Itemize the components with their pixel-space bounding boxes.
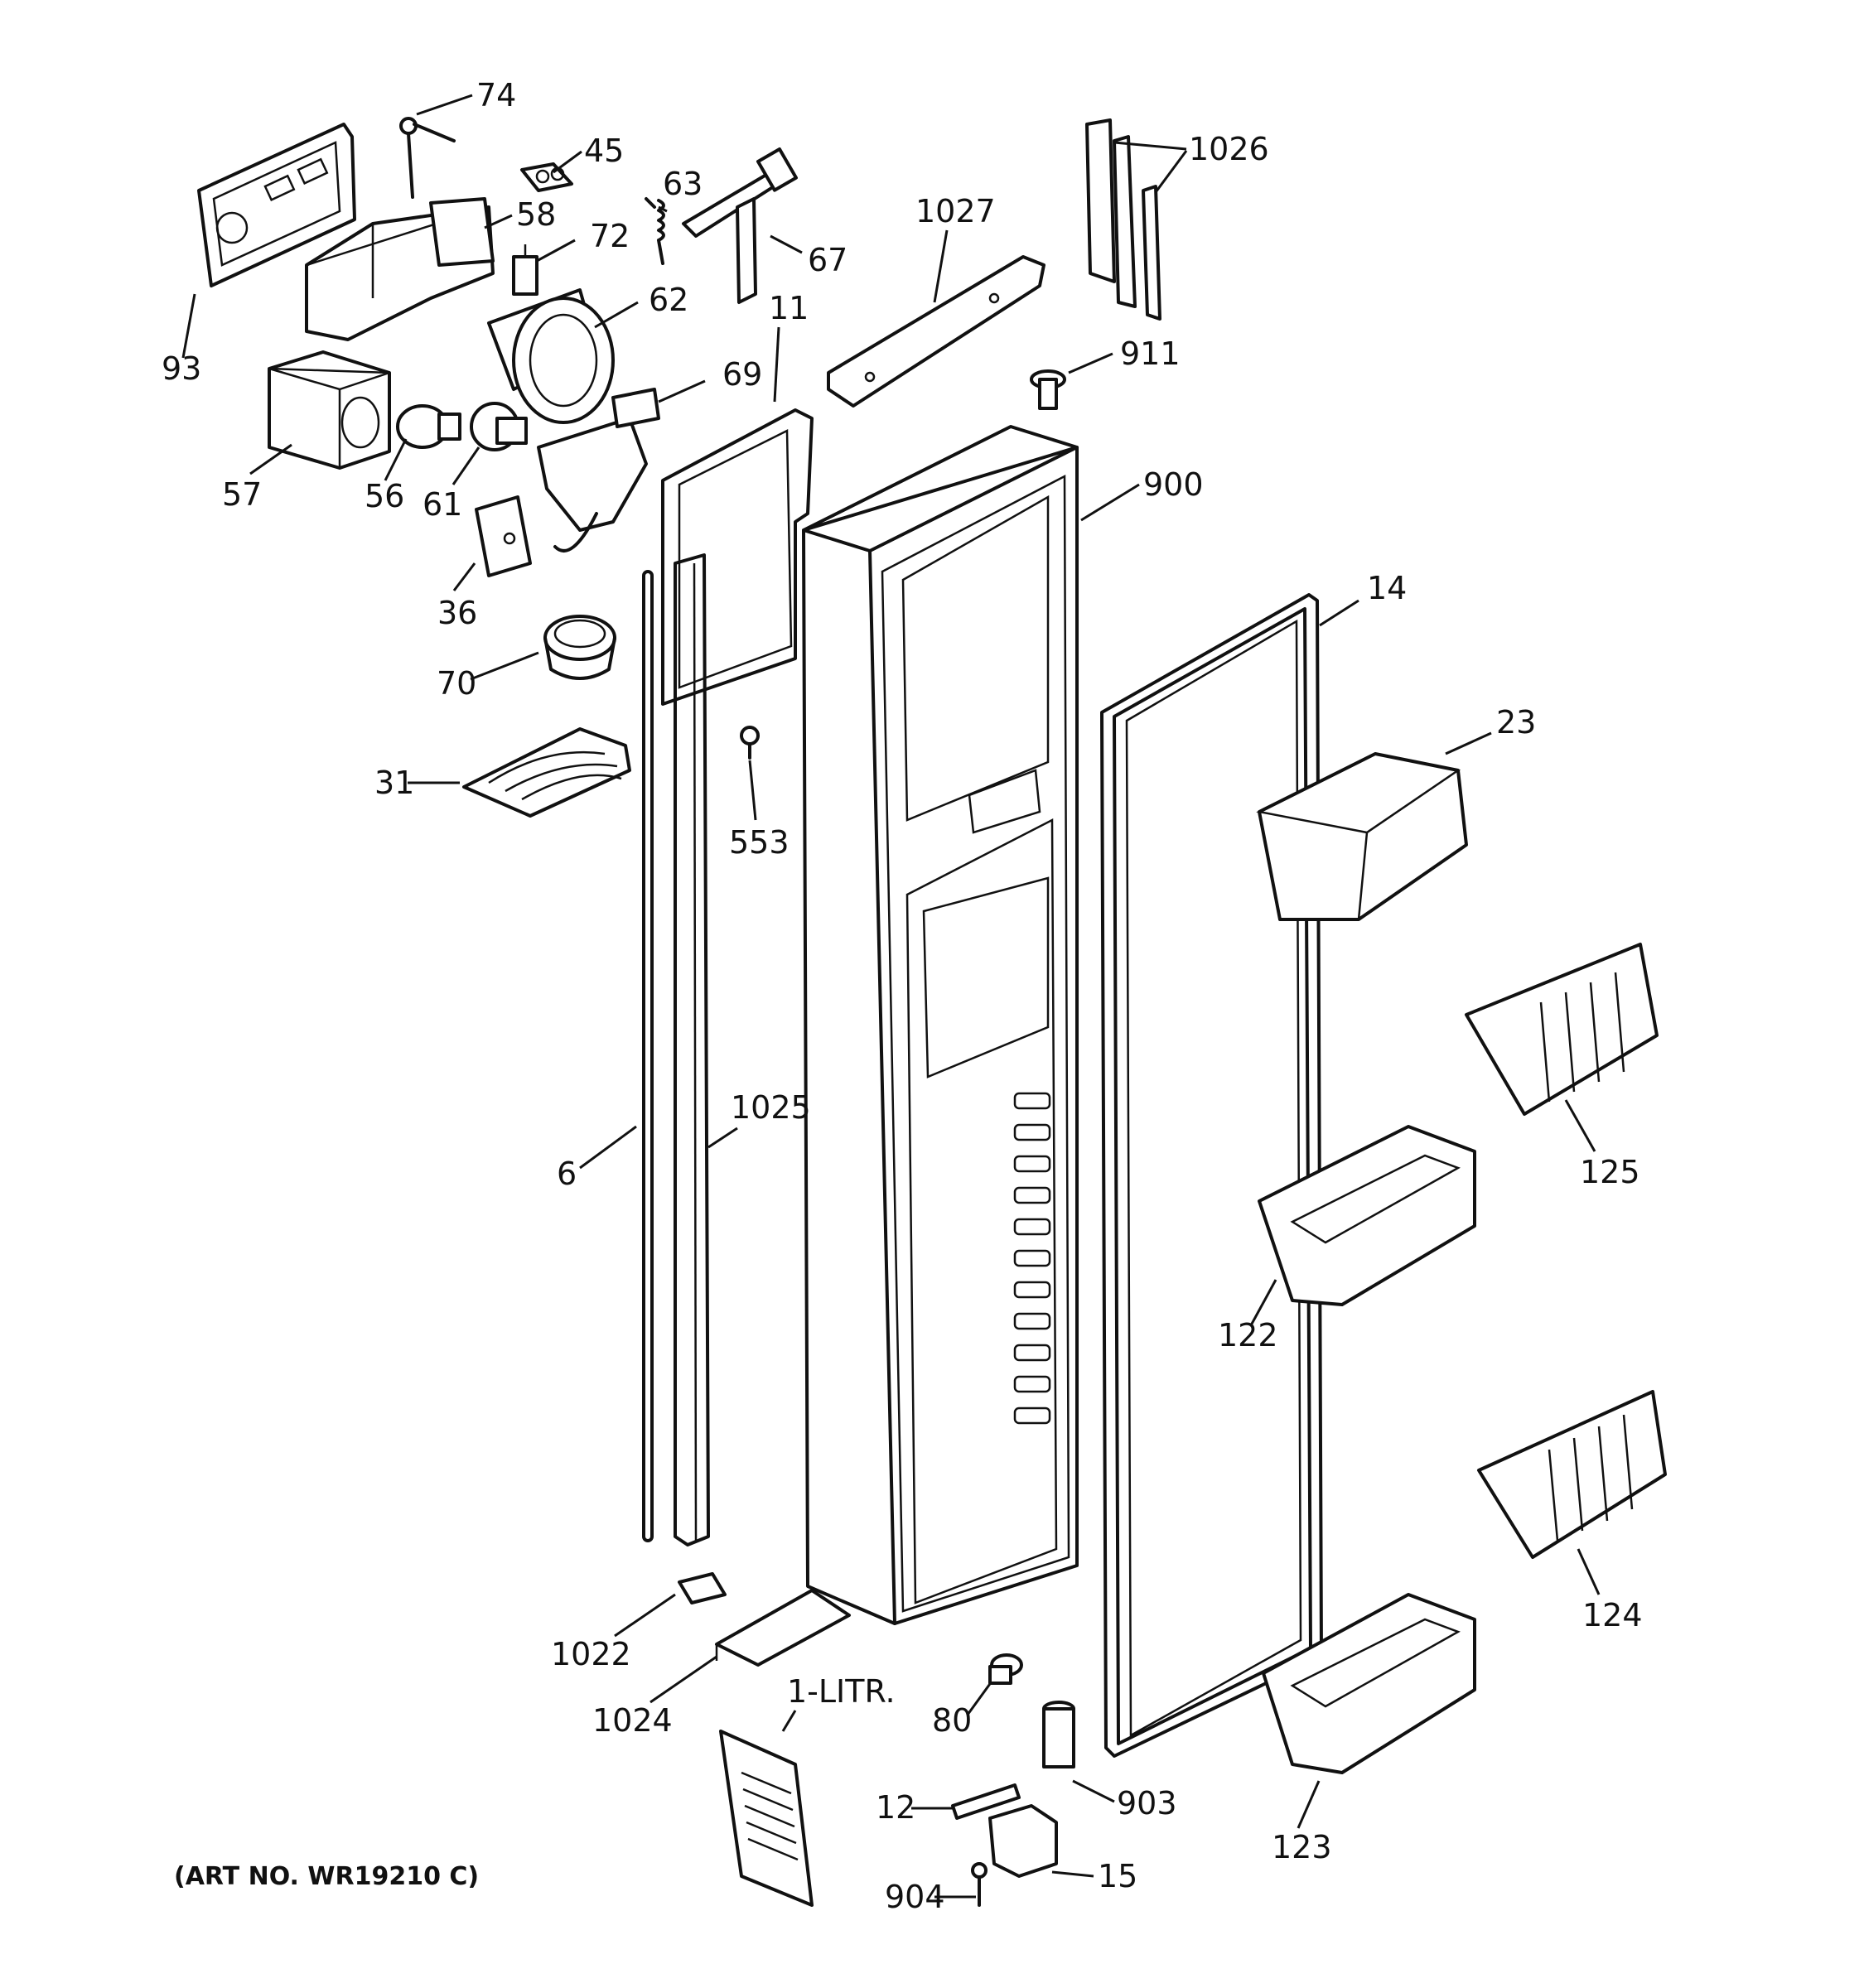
part-31-drip-grille (462, 727, 631, 818)
callout-63: 63 (663, 166, 703, 202)
part-36-bracket (475, 495, 532, 577)
callout-12: 12 (876, 1789, 915, 1826)
part-57-cover (268, 350, 391, 470)
part-124-wire-basket (1477, 1390, 1667, 1559)
part-61-actuator (470, 402, 528, 451)
art-number: (ART NO. WR19210 C) (174, 1862, 479, 1891)
callout-123: 123 (1272, 1829, 1332, 1865)
part-58-ice-chute-housing (305, 197, 495, 341)
callout-23: 23 (1496, 704, 1536, 741)
callout-1025: 1025 (731, 1089, 811, 1126)
part-literature-booklet (719, 1730, 814, 1907)
part-6-tube (642, 570, 654, 1542)
callout-553: 553 (729, 824, 790, 861)
part-62-housing-ring (487, 288, 615, 424)
part-123-door-bin (1262, 1593, 1476, 1774)
part-1027-top-trim (827, 255, 1045, 408)
callout-14: 14 (1367, 570, 1407, 606)
part-63-spring (645, 197, 665, 265)
part-904-screw (971, 1862, 988, 1907)
callout-36: 36 (437, 595, 477, 631)
part-122-door-bin (1258, 1125, 1476, 1306)
callout-122: 122 (1218, 1317, 1278, 1353)
callout-11: 11 (769, 290, 809, 326)
callout-58: 58 (516, 196, 556, 233)
part-1022-clip (678, 1572, 727, 1604)
part-1025-channel (674, 553, 710, 1546)
part-70-bearing-ring (543, 615, 616, 680)
callout-70: 70 (437, 665, 476, 702)
part-911-bushing (1030, 369, 1066, 410)
door-shelf-clips (1013, 1092, 1051, 1425)
callout-31: 31 (374, 765, 414, 801)
part-903-bushing (1042, 1701, 1075, 1768)
part-900-freezer-door (802, 425, 1079, 1625)
part-67-lever (682, 147, 798, 304)
callout-45: 45 (584, 133, 624, 169)
part-69-ice-chute (537, 388, 660, 552)
part-1024-bracket (715, 1589, 851, 1667)
callout-1024: 1024 (592, 1702, 673, 1739)
part-80-plug (988, 1653, 1023, 1685)
part-74-spring (399, 117, 456, 199)
callout-124: 124 (1582, 1597, 1643, 1633)
callout-125: 125 (1580, 1154, 1640, 1190)
callout-56: 56 (365, 478, 404, 514)
callout-903: 903 (1117, 1785, 1177, 1822)
callout-80: 80 (932, 1702, 972, 1739)
part-93-control-panel (197, 123, 356, 287)
callout-900: 900 (1143, 466, 1204, 503)
part-1026-side-trim (1085, 118, 1161, 321)
callout-15: 15 (1098, 1858, 1137, 1894)
callout-62: 62 (649, 282, 688, 318)
callout-67: 67 (808, 242, 847, 278)
callout-labels: 74 45 63 1026 1027 58 72 67 62 11 93 911… (162, 77, 1643, 1915)
callout-1027: 1027 (915, 193, 996, 229)
part-56-solenoid (396, 404, 461, 449)
callout-93: 93 (162, 350, 201, 387)
callout-61: 61 (423, 486, 462, 523)
part-23-door-bin (1256, 752, 1468, 921)
part-14-door-gasket (1100, 593, 1323, 1758)
part-553-screw (740, 726, 760, 760)
part-45-bracket (520, 162, 573, 192)
callout-1022: 1022 (551, 1636, 631, 1672)
callout-911: 911 (1120, 335, 1181, 372)
part-12-hinge-pin (951, 1783, 1021, 1820)
callout-6: 6 (557, 1156, 577, 1192)
part-11-dispenser-frame (661, 408, 814, 706)
callout-1026: 1026 (1189, 131, 1269, 167)
callout-904: 904 (885, 1879, 945, 1915)
callout-74: 74 (476, 77, 516, 113)
callout-57: 57 (222, 476, 262, 513)
callout-1-litr: 1-LITR. (787, 1673, 896, 1710)
part-15-lower-hinge (988, 1804, 1058, 1878)
callout-69: 69 (722, 356, 762, 393)
part-72-switch (512, 244, 538, 296)
callout-72: 72 (590, 218, 630, 254)
part-125-wire-basket (1465, 943, 1659, 1116)
leader-lines (181, 94, 1601, 1899)
